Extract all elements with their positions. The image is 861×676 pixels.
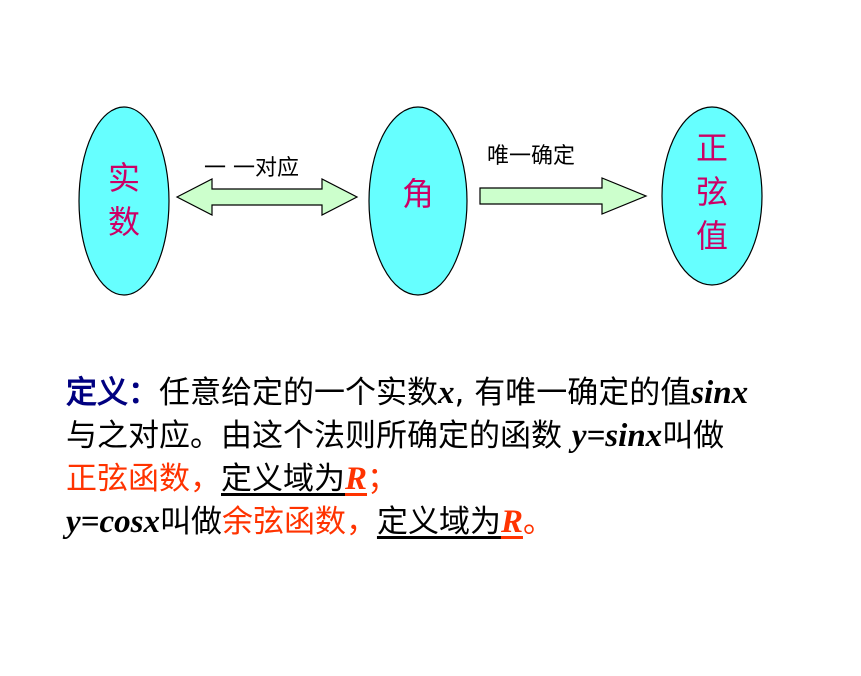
punctuation: 。 — [522, 504, 554, 540]
bidirectional-arrow — [175, 178, 359, 216]
definition-line-1: 定义：任意给定的一个实数x, 有唯一确定的值sinx — [66, 372, 846, 415]
term-cosine-function: 余弦函数， — [221, 504, 377, 540]
definition-text-segment: 任意给定的一个实数 — [159, 375, 438, 411]
definition-text: 定义：任意给定的一个实数x, 有唯一确定的值sinx 与之对应。由这个法则所确定… — [66, 372, 846, 544]
definition-term: 定义： — [66, 375, 159, 411]
node-sine-char: 弦 — [695, 173, 728, 211]
domain-R: R — [500, 504, 523, 540]
node-angle-label: 角 — [398, 172, 438, 216]
node-real-numbers — [78, 106, 170, 296]
node-real-char: 实 — [107, 159, 140, 197]
mapping-diagram — [78, 106, 763, 296]
definition-line-3: 正弦函数，定义域为R； — [66, 458, 846, 501]
term-sine-function: 正弦函数， — [66, 461, 221, 497]
expr-y-cosx: y=cosx — [66, 504, 160, 540]
definition-text-segment: , 有唯一确定的值 — [454, 375, 692, 411]
bidirectional-arrow-label: 一 一对应 — [204, 156, 299, 181]
right-arrow — [479, 177, 648, 215]
domain-text: 定义域为 — [376, 504, 501, 540]
node-real-char: 数 — [107, 203, 140, 241]
definition-text-segment: 与之对应。由这个法则所确定的函数 — [66, 418, 572, 454]
expr-sinx: sinx — [691, 375, 749, 411]
node-sine-char: 值 — [695, 217, 728, 255]
definition-text-segment: 叫做 — [159, 504, 222, 540]
right-arrow-label: 唯一确定 — [487, 144, 576, 169]
definition-line-2: 与之对应。由这个法则所确定的函数 y=sinx叫做 — [66, 415, 846, 458]
domain-R: R — [345, 461, 368, 497]
node-angle — [368, 106, 468, 296]
node-real-label: 实 数 — [104, 156, 144, 244]
variable-x: x — [438, 375, 455, 411]
node-sine-label: 正 弦 值 — [692, 126, 732, 258]
node-angle-char: 角 — [401, 175, 434, 213]
domain-text: 定义域为 — [221, 461, 345, 497]
punctuation: ； — [367, 461, 399, 497]
expr-y-sinx: y=sinx — [571, 418, 663, 454]
node-sine-value — [661, 106, 763, 286]
node-sine-char: 正 — [695, 129, 728, 167]
definition-line-4: y=cosx叫做余弦函数，定义域为R。 — [66, 501, 846, 544]
definition-text-segment: 叫做 — [662, 418, 725, 454]
